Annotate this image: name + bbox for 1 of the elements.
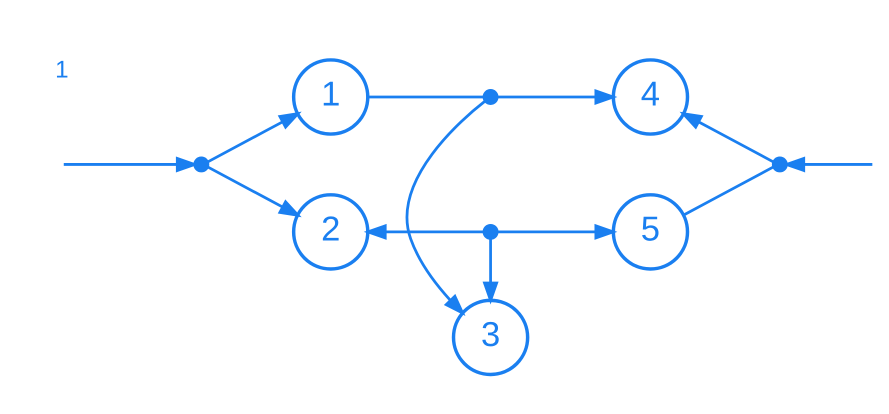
label: 1 <box>55 56 69 84</box>
